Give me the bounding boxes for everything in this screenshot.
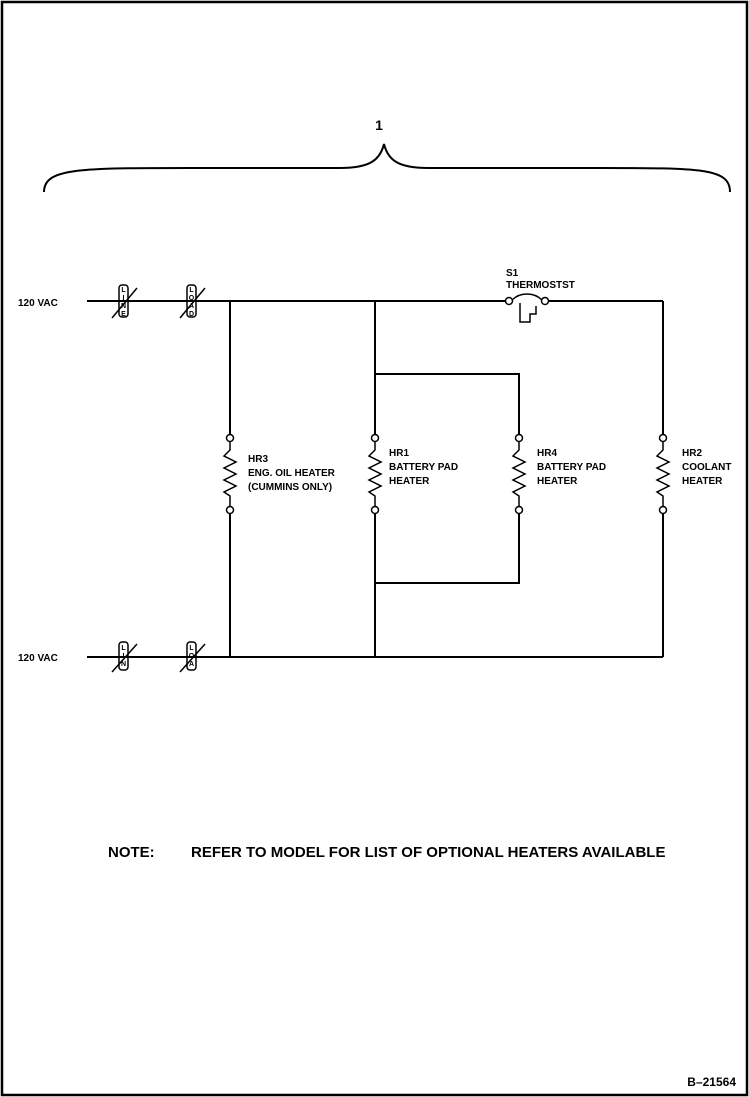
connector-line-bottom: L I N [111, 641, 138, 673]
svg-text:A: A [189, 303, 194, 310]
hr4-wire-top [375, 373, 520, 434]
svg-text:L: L [121, 287, 126, 294]
hr2-line2: HEATER [682, 476, 723, 487]
hr4-id: HR4 [537, 448, 557, 459]
hr3-terminal-bottom [225, 505, 235, 515]
hr2-line1: COOLANT [682, 462, 731, 473]
svg-text:O: O [189, 653, 195, 660]
hr4-line2: HEATER [537, 476, 578, 487]
svg-text:E: E [121, 311, 126, 318]
svg-text:N: N [121, 661, 126, 668]
supply-label-bottom: 120 VAC [18, 653, 58, 664]
connector-load-top: L O A D [179, 284, 206, 319]
hr4-terminal-bottom [514, 505, 524, 515]
svg-text:D: D [189, 311, 194, 318]
callout-brace [43, 143, 731, 193]
svg-text:L: L [121, 645, 126, 652]
thermostat-switch [504, 293, 550, 323]
hr3-terminal-top [225, 433, 235, 443]
hr2-id: HR2 [682, 448, 702, 459]
hr1-line1: BATTERY PAD [389, 462, 458, 473]
svg-text:O: O [189, 295, 195, 302]
hr1-line2: HEATER [389, 476, 430, 487]
connector-line-top: L I N E [111, 284, 138, 319]
hr1-terminal-bottom [370, 505, 380, 515]
svg-text:I: I [123, 295, 125, 302]
svg-text:A: A [189, 661, 194, 668]
svg-text:I: I [123, 653, 125, 660]
figure-reference: B–21564 [687, 1075, 736, 1089]
thermostat-name: THERMOSTST [506, 280, 575, 291]
supply-label-top: 120 VAC [18, 298, 58, 309]
thermostat-id: S1 [506, 268, 519, 279]
hr3-line2: (CUMMINS ONLY) [248, 482, 332, 493]
note-text: REFER TO MODEL FOR LIST OF OPTIONAL HEAT… [191, 844, 665, 861]
hr4-resistor [511, 442, 527, 506]
svg-text:L: L [189, 645, 194, 652]
connector-load-bottom: L O A [179, 641, 206, 673]
hr1-terminal-top [370, 433, 380, 443]
hr2-terminal-top [658, 433, 668, 443]
hr1-id: HR1 [389, 448, 409, 459]
hr3-id: HR3 [248, 454, 268, 465]
hr3-line1: ENG. OIL HEATER [248, 468, 336, 479]
hr4-line1: BATTERY PAD [537, 462, 606, 473]
callout-number: 1 [375, 117, 383, 133]
hr2-resistor [655, 442, 671, 506]
hr4-terminal-top [514, 433, 524, 443]
hr3-resistor [222, 442, 238, 506]
svg-text:L: L [189, 287, 194, 294]
hr2-terminal-bottom [658, 505, 668, 515]
hr1-resistor [367, 442, 383, 506]
note-label: NOTE: [108, 844, 155, 861]
hr4-wire-bottom [375, 514, 520, 584]
svg-text:N: N [121, 303, 126, 310]
